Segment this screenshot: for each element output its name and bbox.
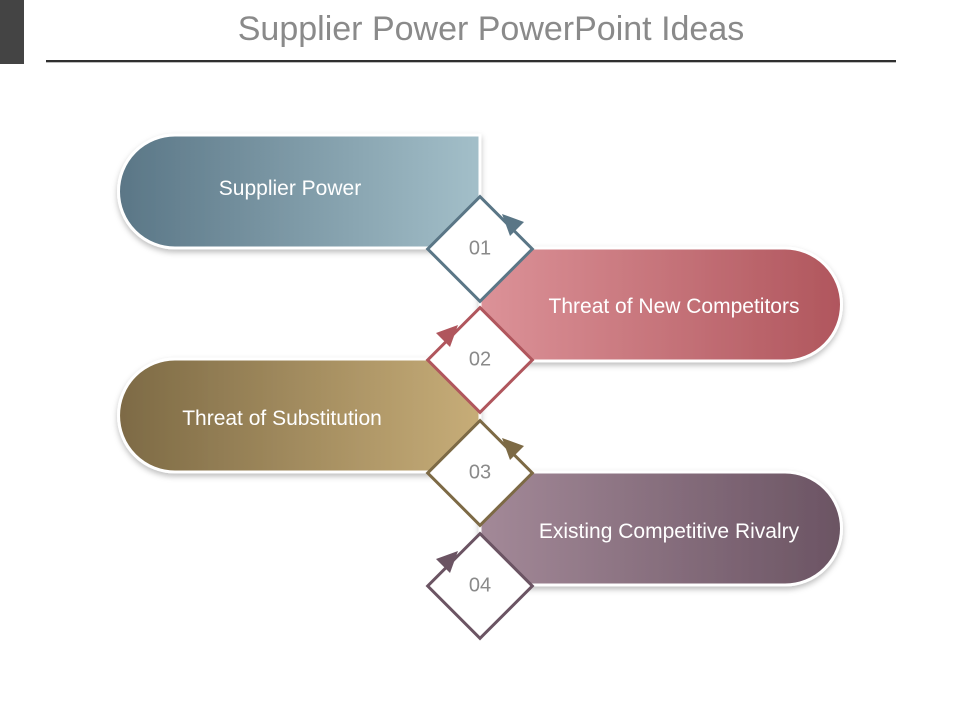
step-4-number: 04 [468,574,492,597]
step-3-label: Threat of Substitution [182,407,382,430]
step-2-label: Threat of New Competitors [548,295,800,318]
step-1-arrow-icon [502,214,524,236]
step-1-label: Supplier Power [218,177,362,200]
page-title: Supplier Power PowerPoint Ideas [237,10,745,48]
step-3-pill [117,357,482,474]
step-2-number: 02 [468,348,492,371]
step-3-arrow-icon [502,438,524,460]
step-3-number: 03 [468,461,492,484]
step-2-pill [478,246,843,363]
step-1-number: 01 [468,237,492,260]
step-4-pill [478,470,843,587]
step-4-label: Existing Competitive Rivalry [538,520,800,543]
step-2-arrow-icon [436,325,458,347]
title-divider [46,60,896,63]
step-1-pill [117,133,482,250]
step-4-arrow-icon [436,551,458,573]
corner-accent-block [0,0,24,64]
